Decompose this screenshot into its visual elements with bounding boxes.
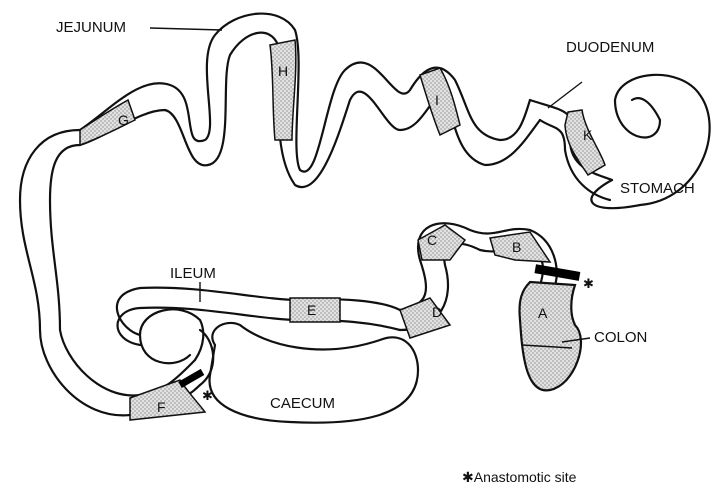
segment-label-d: D bbox=[432, 304, 442, 320]
segment-h bbox=[270, 40, 296, 140]
label-stomach: STOMACH bbox=[620, 180, 695, 197]
segment-label-a: A bbox=[538, 305, 548, 321]
segment-label-i: I bbox=[435, 92, 439, 108]
anastomosis-marker-b: ✱ bbox=[583, 277, 594, 292]
segment-label-b: B bbox=[512, 239, 521, 255]
label-caecum: CAECUM bbox=[270, 395, 335, 412]
segment-label-e: E bbox=[307, 302, 316, 318]
label-duodenum: DUODENUM bbox=[566, 39, 654, 56]
segment-d bbox=[400, 298, 450, 338]
legend-marker: ✱ bbox=[462, 469, 474, 485]
label-ileum: ILEUM bbox=[170, 265, 216, 282]
legend-text: Anastomotic site bbox=[474, 469, 577, 485]
segment-a bbox=[519, 282, 580, 390]
segment-f bbox=[130, 380, 205, 420]
segment-label-k: K bbox=[583, 127, 593, 143]
segment-label-f: F bbox=[157, 399, 166, 415]
legend: ✱Anastomotic site bbox=[462, 469, 576, 486]
segment-label-h: H bbox=[278, 63, 288, 79]
label-colon: COLON bbox=[594, 329, 647, 346]
duodenum-leader bbox=[548, 82, 582, 108]
segment-label-c: C bbox=[427, 232, 437, 248]
segment-label-g: G bbox=[118, 112, 129, 128]
jejunum-leader bbox=[150, 28, 222, 30]
anastomosis-marker-f: ✱ bbox=[202, 389, 213, 404]
label-jejunum: JEJUNUM bbox=[56, 19, 126, 36]
jejunum-outline bbox=[80, 14, 540, 188]
